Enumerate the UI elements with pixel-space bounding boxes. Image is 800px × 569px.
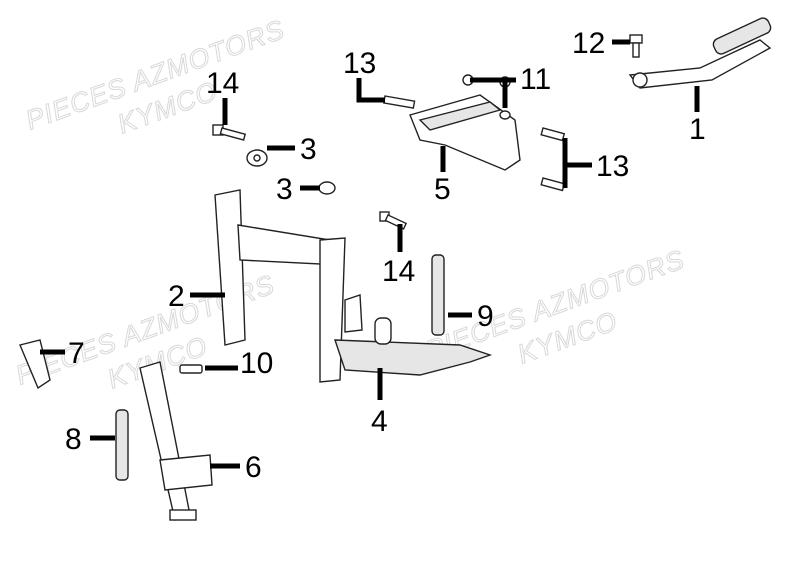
- bolt-10-part: [179, 364, 203, 374]
- callout-12: 12: [572, 27, 605, 60]
- bolt-14a-part: [212, 124, 247, 141]
- spring-9-part: [431, 254, 445, 336]
- callout-6: 6: [245, 451, 262, 484]
- callout-14: 14: [382, 255, 415, 288]
- washer-3b-part: [318, 181, 336, 195]
- washer-3a-part: [246, 149, 268, 167]
- spring-8-part: [115, 409, 129, 481]
- callout-11: 11: [520, 63, 551, 96]
- callout-10: 10: [240, 347, 273, 380]
- callout-9: 9: [477, 300, 494, 333]
- watermark-3: PIECES AZMOTORS KYMCO: [421, 244, 689, 370]
- callout-14: 14: [206, 67, 239, 100]
- callout-7: 7: [68, 337, 85, 370]
- side-stand-part: [139, 361, 213, 521]
- bolts-13b-part: [540, 127, 566, 192]
- callout-4: 4: [371, 405, 388, 438]
- callout-3: 3: [300, 133, 317, 166]
- kick-lever-part: [628, 17, 772, 89]
- callout-13: 13: [596, 150, 629, 183]
- callout-13: 13: [343, 47, 376, 80]
- bracket-5-part: [409, 94, 521, 171]
- callout-8: 8: [65, 423, 82, 456]
- callout-5: 5: [434, 173, 451, 206]
- bolt-13a-part: [382, 95, 416, 109]
- bolt-12-part: [629, 34, 643, 58]
- callout-1: 1: [689, 113, 706, 146]
- leader-lines: [40, 39, 700, 469]
- callout-3: 3: [276, 173, 293, 206]
- watermark-1: PIECES AZMOTORS KYMCO: [21, 14, 289, 140]
- callout-2: 2: [168, 280, 185, 313]
